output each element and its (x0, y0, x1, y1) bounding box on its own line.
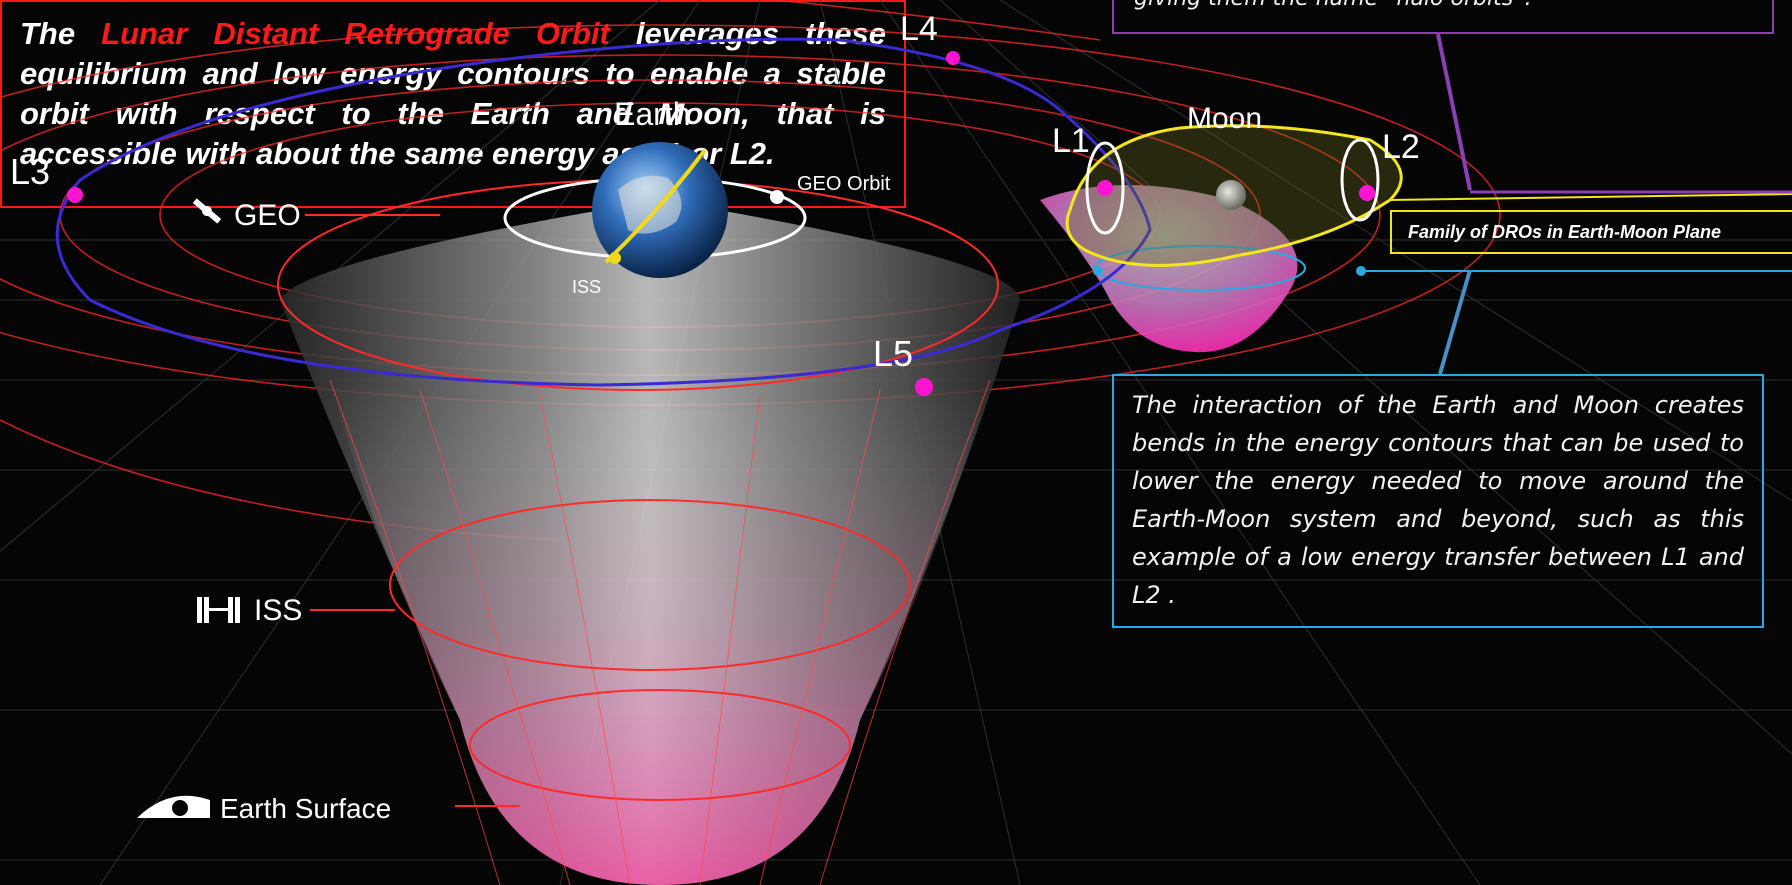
ldro-highlight: Lunar Distant Retrograde Orbit (101, 16, 610, 51)
earth-globe (503, 142, 807, 278)
iss-icon (197, 597, 240, 623)
geo-level-label: GEO (234, 199, 301, 232)
l2-label: L2 (1382, 128, 1420, 166)
l3-point (67, 187, 83, 203)
l4-label: L4 (900, 10, 938, 48)
moon-label: Moon (1187, 102, 1262, 135)
l3-label: L3 (10, 151, 50, 192)
earth-gravity-well (277, 179, 1020, 885)
halo-orbits-text: giving them the name “halo orbits”. (1134, 0, 1752, 11)
halo-leader-line (1436, 33, 1472, 191)
satellite-icon (192, 198, 222, 224)
contours-leader-line (1438, 269, 1472, 375)
earth-surface-icon (137, 795, 210, 818)
halo-orbits-callout: giving them the name “halo orbits”. (1112, 0, 1774, 34)
l1-label: L1 (1052, 122, 1090, 160)
l5-point (915, 378, 933, 396)
moon-orbit-path (55, 37, 1152, 387)
l4-point (946, 51, 960, 65)
energy-contours-callout: The interaction of the Earth and Moon cr… (1112, 374, 1764, 628)
l1-point (1097, 180, 1113, 196)
iss-level-label: ISS (254, 594, 302, 627)
ldro-text-pre: The (20, 16, 76, 51)
l2-point (1359, 185, 1375, 201)
transfer-marker-left (1093, 266, 1103, 276)
l5-label: L5 (873, 333, 913, 374)
moon-body (1216, 180, 1246, 210)
energy-contours-text: The interaction of the Earth and Moon cr… (1132, 391, 1744, 609)
earth-label: Earth (614, 96, 690, 132)
dro-family-label: Family of DROs in Earth-Moon Plane (1390, 210, 1792, 254)
earth-surface-label: Earth Surface (220, 793, 391, 824)
iss-orbit-label: ISS (572, 277, 601, 297)
geo-orbit-label: GEO Orbit (797, 173, 891, 195)
